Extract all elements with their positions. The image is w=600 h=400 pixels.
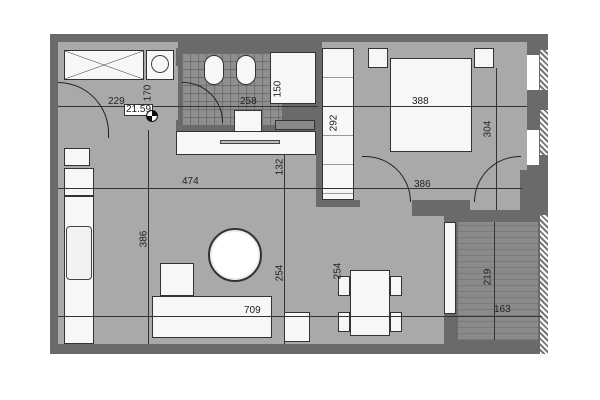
dining-chair-2 bbox=[338, 312, 350, 332]
dim-386-bedroom: 386 bbox=[414, 179, 431, 190]
shower-box bbox=[270, 52, 316, 104]
dim-170: 170 bbox=[142, 84, 154, 102]
bedroom-wall-bottom-mid bbox=[412, 200, 470, 216]
window-pane-1 bbox=[527, 55, 539, 90]
balcony-railing bbox=[540, 215, 548, 354]
kitchen-sink bbox=[66, 226, 92, 280]
north-marker-icon bbox=[146, 110, 158, 122]
armchair bbox=[160, 263, 194, 296]
dim-line-474 bbox=[58, 188, 522, 189]
dim-line-entry bbox=[58, 106, 318, 107]
double-bed bbox=[390, 58, 472, 152]
cooktop bbox=[64, 168, 94, 196]
bathroom-cabinet bbox=[275, 120, 315, 130]
sofa bbox=[152, 296, 272, 338]
dim-254-living: 254 bbox=[274, 264, 286, 282]
wardrobe bbox=[322, 48, 354, 200]
dim-219: 219 bbox=[482, 268, 494, 286]
bedroom-wall-left bbox=[316, 42, 322, 207]
dim-line-709 bbox=[58, 316, 542, 317]
dim-163: 163 bbox=[494, 304, 511, 315]
shower-tray bbox=[64, 50, 144, 80]
balcony-sliding-door bbox=[444, 222, 456, 314]
dim-line-bedroom bbox=[322, 106, 527, 107]
dim-line-254 bbox=[284, 155, 285, 344]
dim-229: 229 bbox=[108, 96, 125, 107]
bathroom-wall-left-low bbox=[176, 120, 182, 131]
bathroom-wall-left bbox=[176, 48, 182, 66]
fridge bbox=[64, 148, 90, 166]
dim-258: 258 bbox=[240, 96, 257, 107]
dim-386: 386 bbox=[138, 230, 150, 248]
area-label: 21.59 bbox=[124, 104, 154, 116]
dining-chair-1 bbox=[338, 276, 350, 296]
dining-chair-3 bbox=[390, 276, 402, 296]
bedroom-wall-bottom bbox=[316, 200, 360, 207]
hall-floor bbox=[178, 155, 322, 205]
window-pane-2 bbox=[527, 130, 539, 165]
dim-304: 304 bbox=[482, 120, 494, 138]
bidet bbox=[236, 55, 256, 85]
nightstand-right bbox=[474, 48, 494, 68]
tv bbox=[220, 140, 280, 144]
dim-292: 292 bbox=[328, 114, 340, 132]
dim-150: 150 bbox=[272, 80, 284, 98]
dim-line-219 bbox=[494, 222, 495, 340]
washing-machine-drum bbox=[151, 55, 169, 73]
dim-254-dining: 254 bbox=[332, 262, 344, 280]
dining-chair-4 bbox=[390, 312, 402, 332]
round-table bbox=[208, 228, 262, 282]
bedroom-wall-bottom-right bbox=[520, 170, 542, 215]
dim-line-304 bbox=[496, 68, 497, 210]
dim-474: 474 bbox=[182, 176, 199, 187]
window-right-1 bbox=[540, 50, 548, 90]
dining-table bbox=[350, 270, 390, 336]
window-right-2 bbox=[540, 110, 548, 155]
balcony-floor bbox=[458, 222, 538, 340]
dim-709: 709 bbox=[244, 305, 261, 316]
nightstand-left bbox=[368, 48, 388, 68]
toilet bbox=[204, 55, 224, 85]
dim-132: 132 bbox=[274, 158, 286, 176]
bathroom-sink bbox=[234, 110, 262, 132]
dim-388: 388 bbox=[412, 96, 429, 107]
dim-line-386 bbox=[148, 130, 149, 344]
